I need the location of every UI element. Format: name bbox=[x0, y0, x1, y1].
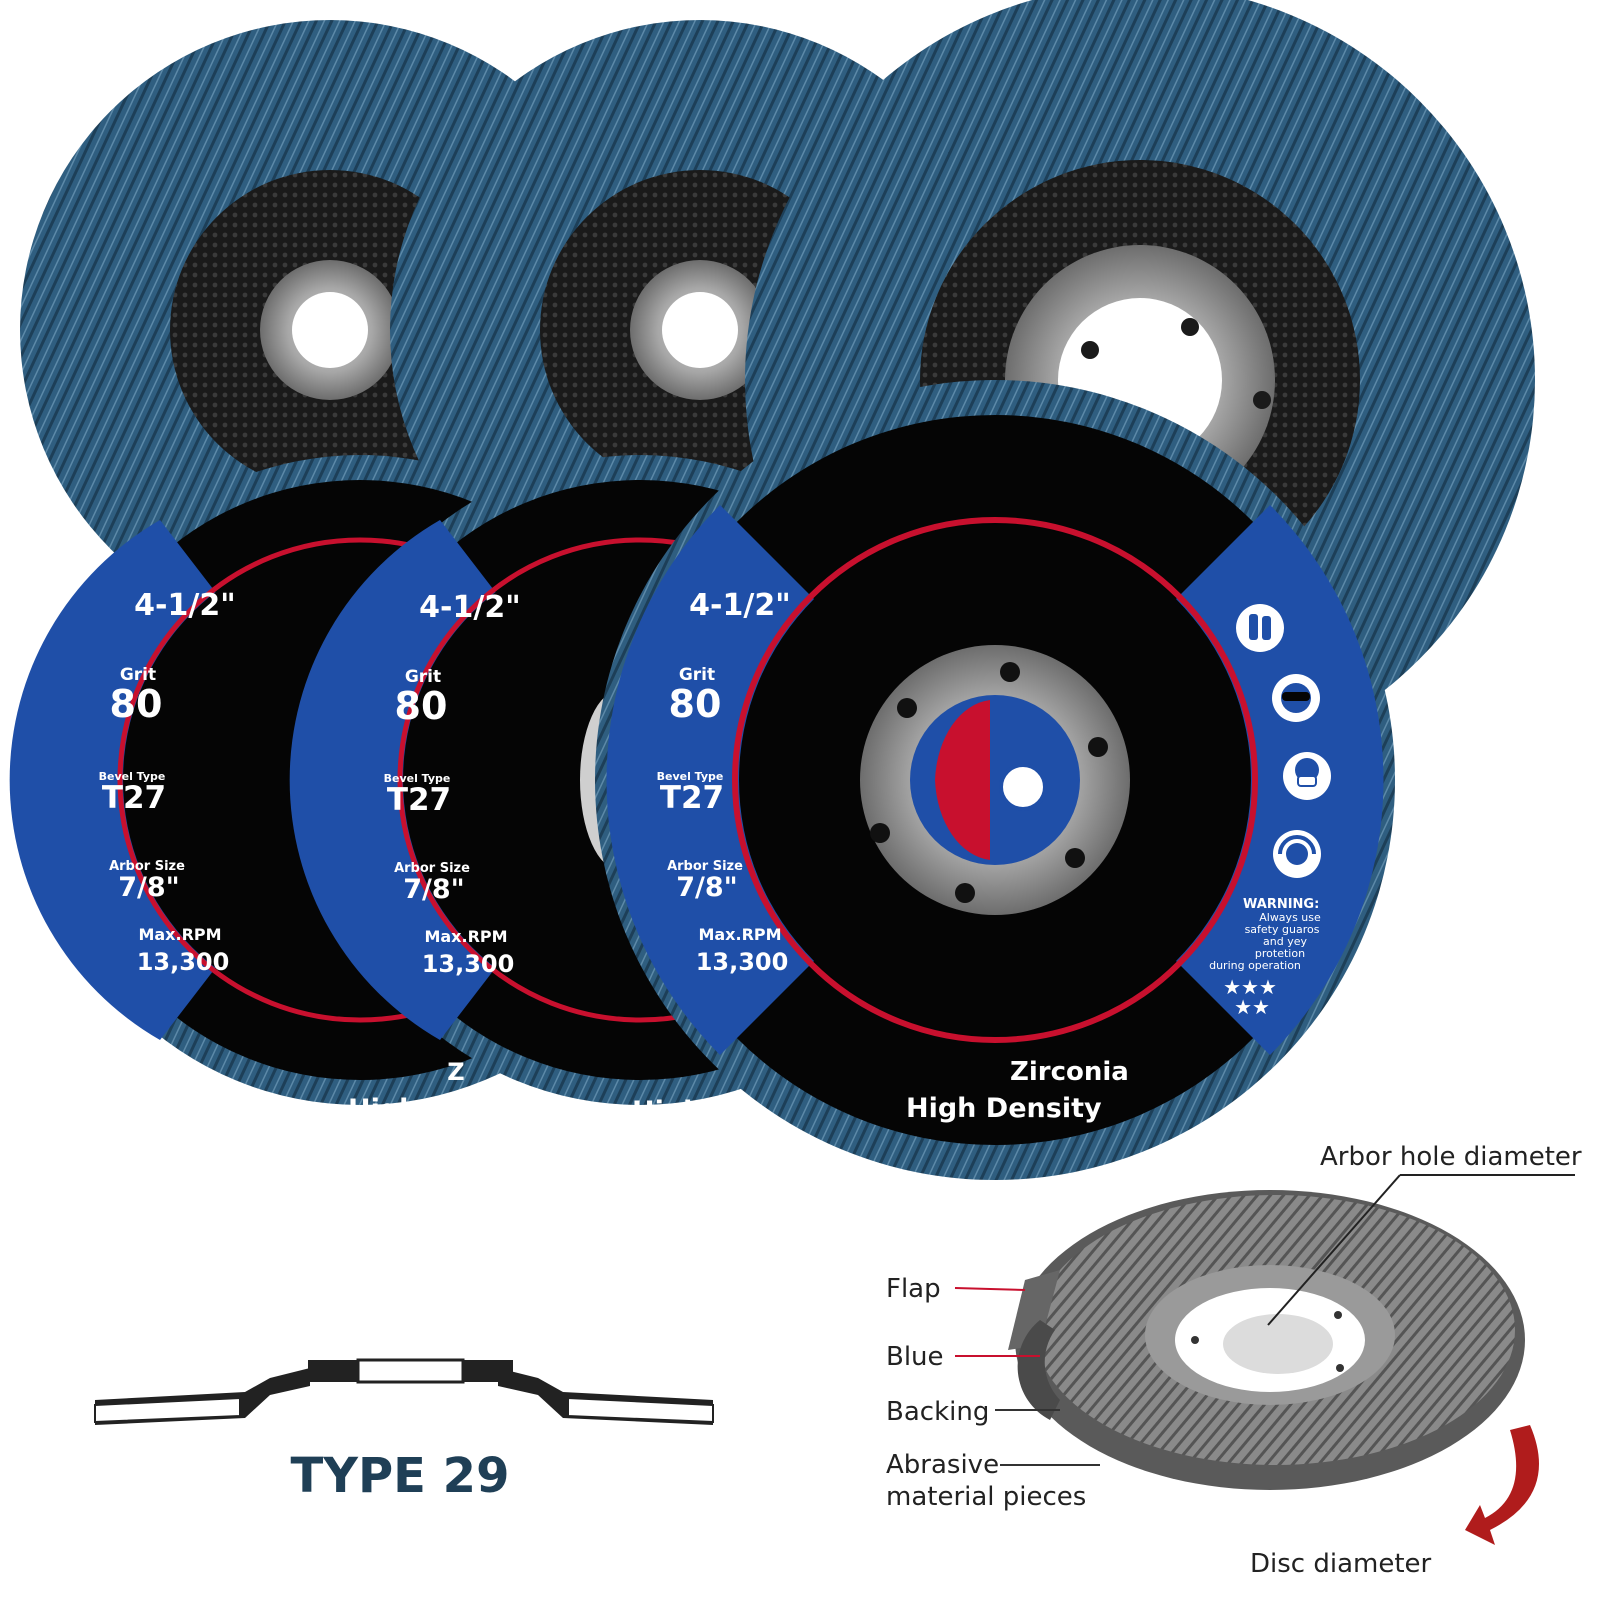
stars-top: ★★★ bbox=[1223, 975, 1277, 999]
rpm-label: Max.RPM bbox=[424, 927, 507, 946]
grit-label: Grit bbox=[120, 665, 156, 685]
bevel-value: T27 bbox=[102, 780, 166, 816]
gloves-icon bbox=[1236, 604, 1284, 652]
bevel-label: Bevel Type bbox=[384, 772, 451, 785]
disc-size: 4-1/2" bbox=[419, 590, 521, 625]
rpm-label: Max.RPM bbox=[698, 925, 781, 944]
arbor-label: Arbor Size bbox=[109, 859, 185, 874]
warning-line: safety guaros bbox=[1245, 923, 1320, 936]
flap-label: Flap bbox=[886, 1274, 941, 1304]
rpm-value: 13,300 bbox=[137, 948, 230, 976]
disc-size: 4-1/2" bbox=[134, 588, 236, 623]
bevel-label: Bevel Type bbox=[99, 770, 166, 783]
warning-line: Always use bbox=[1259, 911, 1321, 924]
bevel-value: T27 bbox=[660, 780, 724, 816]
grit-value: 80 bbox=[395, 684, 448, 728]
abrasive-label-line1: Abrasive bbox=[886, 1450, 999, 1480]
rpm-label: Max.RPM bbox=[138, 925, 221, 944]
warning-line: and yey bbox=[1263, 935, 1307, 948]
goggles-icon bbox=[1272, 674, 1320, 722]
abrasive-label-line2: material pieces bbox=[886, 1482, 1086, 1512]
type29-label: TYPE 29 bbox=[291, 1448, 510, 1504]
arbor-value: 7/8" bbox=[403, 874, 465, 905]
density-text: High Density bbox=[906, 1093, 1102, 1124]
arbor-hole-label: Arbor hole diameter bbox=[1320, 1142, 1582, 1172]
type29-diagram: TYPE 29 bbox=[94, 1358, 714, 1504]
grit-label: Grit bbox=[405, 667, 441, 687]
blue-label: Blue bbox=[886, 1342, 944, 1372]
front-disc-3: 4-1/2" Grit 80 Bevel Type T27 Arbor Size… bbox=[595, 380, 1395, 1180]
arbor-value: 7/8" bbox=[676, 872, 738, 903]
grit-value: 80 bbox=[669, 682, 722, 726]
warning-line: protetion bbox=[1255, 947, 1305, 960]
warning-line: during operation bbox=[1209, 959, 1301, 972]
disc-size: 4-1/2" bbox=[689, 588, 791, 623]
bevel-value: T27 bbox=[387, 782, 451, 818]
grit-label: Grit bbox=[679, 665, 715, 685]
arbor-label: Arbor Size bbox=[667, 859, 743, 874]
material-text: Zirconia bbox=[1010, 1057, 1129, 1087]
warning-title: WARNING: bbox=[1243, 897, 1319, 912]
warning-block: WARNING: Always use safety guaros and ye… bbox=[1209, 897, 1321, 1019]
density-text: High Densi bbox=[348, 1094, 513, 1125]
bevel-label: Bevel Type bbox=[657, 770, 724, 783]
mask-icon bbox=[1283, 752, 1331, 800]
rpm-value: 13,300 bbox=[696, 948, 789, 976]
backing-label: Backing bbox=[886, 1397, 989, 1427]
ear-protection-icon bbox=[1273, 830, 1321, 878]
stars-bottom: ★★ bbox=[1234, 995, 1270, 1019]
rpm-value: 13,300 bbox=[422, 950, 515, 978]
rotation-arrow bbox=[1465, 1425, 1539, 1545]
arbor-value: 7/8" bbox=[118, 872, 180, 903]
arbor-label: Arbor Size bbox=[394, 861, 470, 876]
grit-value: 80 bbox=[110, 682, 163, 726]
anatomy-diagram: Arbor hole diameter Flap Blue Backing Ab… bbox=[886, 1142, 1582, 1579]
disc-diameter-label: Disc diameter bbox=[1250, 1549, 1432, 1579]
material-text: Z bbox=[447, 1058, 464, 1086]
